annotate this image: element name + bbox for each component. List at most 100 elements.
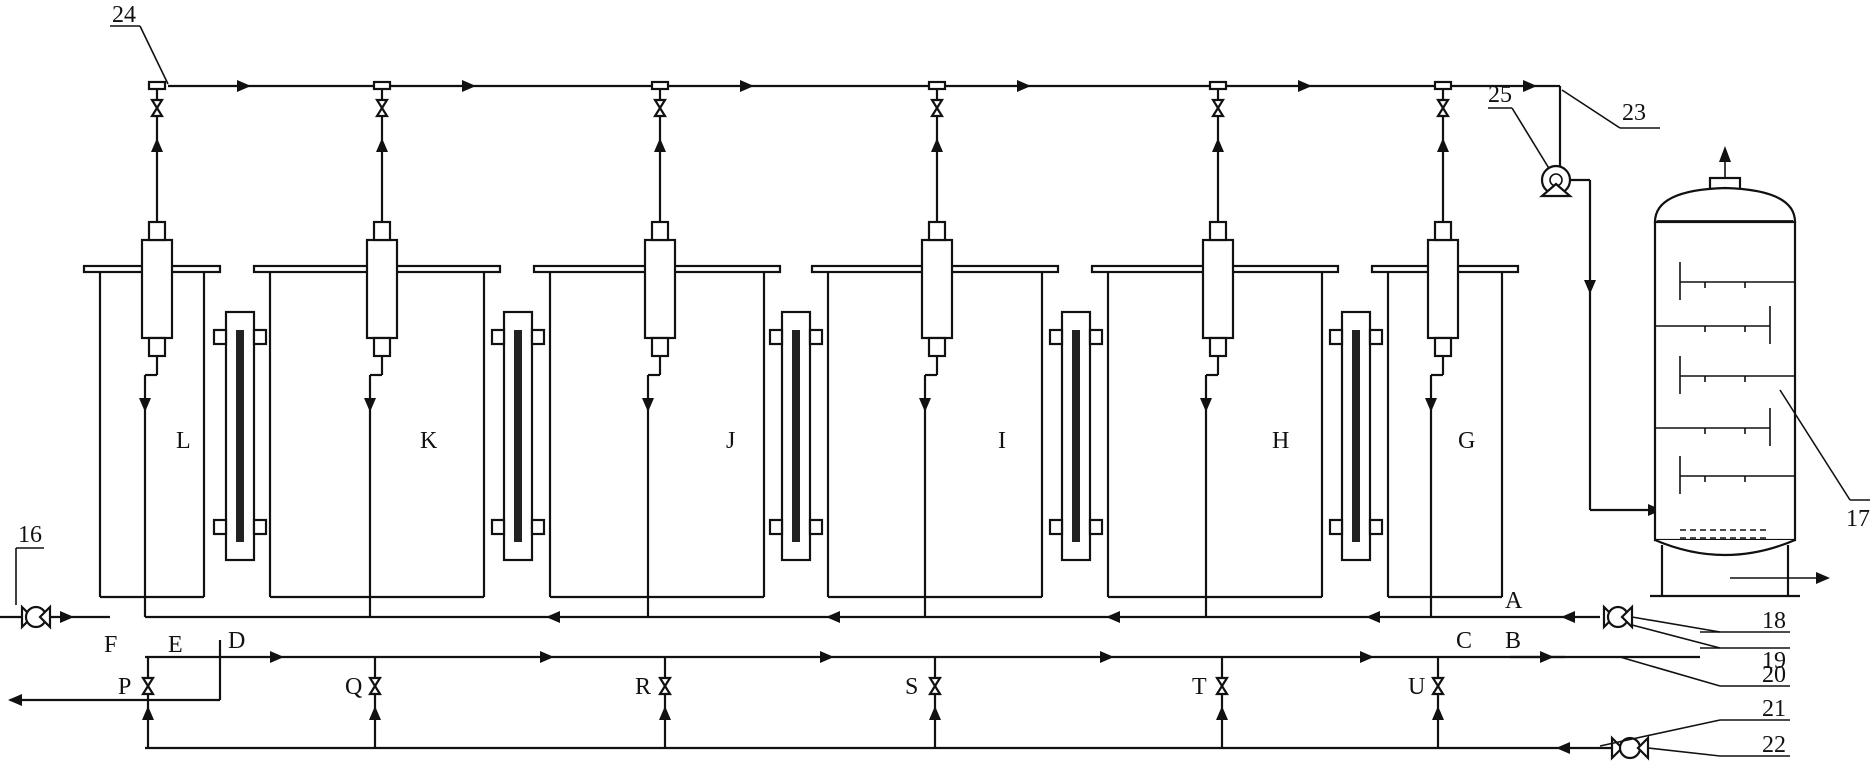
tank-k: K <box>252 80 502 617</box>
tank-label: H <box>1272 428 1289 454</box>
tank-j: J <box>532 80 782 617</box>
tower-drain-arrow <box>1816 572 1830 584</box>
bolt-left <box>768 518 784 536</box>
membrane-stack <box>490 310 546 562</box>
valve-r[interactable] <box>658 676 672 696</box>
ref-22-label: 22 <box>1762 732 1786 758</box>
tee-fitting <box>147 80 167 91</box>
ref-18-label: 18 <box>1762 608 1786 634</box>
bolt-left <box>1328 328 1344 346</box>
valve-label-t: T <box>1192 674 1207 700</box>
sensor-top-fitting <box>650 220 670 242</box>
valve-q[interactable] <box>368 676 382 696</box>
ref-23-label: 23 <box>1622 100 1646 126</box>
bolt-right <box>1088 518 1104 536</box>
ref-20: 20 <box>1540 651 1790 688</box>
tank-label: L <box>176 428 191 454</box>
bolt-left <box>490 518 506 536</box>
fan-25-base <box>1539 182 1573 198</box>
tank-g: G <box>1370 80 1520 617</box>
top-flow-arrow <box>1523 80 1537 92</box>
up-arrow <box>931 138 943 152</box>
down-arrow <box>1200 398 1212 412</box>
sensor-top-fitting <box>1208 220 1228 242</box>
bolt-left <box>212 518 228 536</box>
bolt-left <box>1048 518 1064 536</box>
membrane-stack <box>1328 310 1384 562</box>
riser-valve[interactable] <box>930 98 944 118</box>
membrane-core <box>792 330 800 542</box>
tower-bottom-dish <box>1654 538 1796 557</box>
tank-label: I <box>998 428 1006 454</box>
tower-top-dome <box>1653 186 1797 224</box>
bolt-right <box>530 518 546 536</box>
sensor-bottom-fitting <box>1433 336 1453 358</box>
valve-p[interactable] <box>141 676 155 696</box>
top-flow-arrow <box>237 80 251 92</box>
bolt-right <box>808 328 824 346</box>
top-pipe-flow-arrows <box>237 80 1537 92</box>
bolt-right <box>530 328 546 346</box>
scrubber-tower-17: 17 <box>1650 146 1870 598</box>
tank-i: I <box>810 80 1060 617</box>
riser-valve[interactable] <box>375 98 389 118</box>
bolt-right <box>252 518 268 536</box>
ref-24: 24 <box>110 2 169 85</box>
valve-t[interactable] <box>1215 676 1229 696</box>
sensor-bottom-fitting <box>372 336 392 358</box>
feed-flow-arrow <box>1360 651 1374 663</box>
top-flow-arrow <box>1298 80 1312 92</box>
ref-20-label: 20 <box>1762 662 1786 688</box>
feed-flow-arrow <box>1100 651 1114 663</box>
up-arrow <box>376 138 388 152</box>
valve-letters: A B C F E D <box>104 588 1523 658</box>
riser-valve[interactable] <box>150 98 164 118</box>
tee-fitting <box>927 80 947 91</box>
sensor-top-fitting <box>1433 220 1453 242</box>
sensor-top-fitting <box>147 220 167 242</box>
ref-17-label: 17 <box>1846 506 1870 532</box>
bolt-right <box>252 328 268 346</box>
tee-fitting <box>1433 80 1453 91</box>
sensor-bottom-fitting <box>1208 336 1228 358</box>
sensor-bottom-fitting <box>927 336 947 358</box>
fan-25: 25 <box>1488 82 1662 516</box>
tee-fitting <box>650 80 670 91</box>
return-flow-arrow <box>546 611 560 623</box>
sensor-top-fitting <box>927 220 947 242</box>
valve-label-c: C <box>1456 628 1472 654</box>
pump-16-arrow <box>60 611 74 623</box>
return-flow-arrow <box>826 611 840 623</box>
membrane-stack <box>1048 310 1104 562</box>
ref-19-label: 19 <box>1762 648 1786 674</box>
feed-flow-arrow <box>820 651 834 663</box>
tank-l: L <box>82 80 222 617</box>
bolt-left <box>768 328 784 346</box>
membrane-core <box>236 330 244 542</box>
ref-24-label: 24 <box>112 2 136 28</box>
down-arrow <box>1425 398 1437 412</box>
top-gas-header-pipe <box>168 84 1562 168</box>
valve-u[interactable] <box>1431 676 1445 696</box>
valve-s[interactable] <box>928 676 942 696</box>
tee-fitting <box>1208 80 1228 91</box>
riser-valve[interactable] <box>1436 98 1450 118</box>
line-22-arrow <box>1556 742 1570 754</box>
riser-valve[interactable] <box>653 98 667 118</box>
bolt-right <box>1368 518 1384 536</box>
valve-label-a: A <box>1505 588 1523 614</box>
down-arrow <box>642 398 654 412</box>
up-arrow <box>1437 138 1449 152</box>
bolt-right <box>1088 328 1104 346</box>
pump-22-right-cone <box>1636 735 1650 761</box>
valve-label-r: R <box>635 674 651 700</box>
return-flow-arrow <box>1366 611 1380 623</box>
sensor-body <box>1201 238 1235 340</box>
duct-arrow-down <box>1584 280 1596 294</box>
down-arrow <box>364 398 376 412</box>
tank-label: K <box>420 428 438 454</box>
tank-label: G <box>1458 428 1475 454</box>
riser-valve[interactable] <box>1211 98 1225 118</box>
pump-22: 21 22 <box>1556 696 1790 761</box>
